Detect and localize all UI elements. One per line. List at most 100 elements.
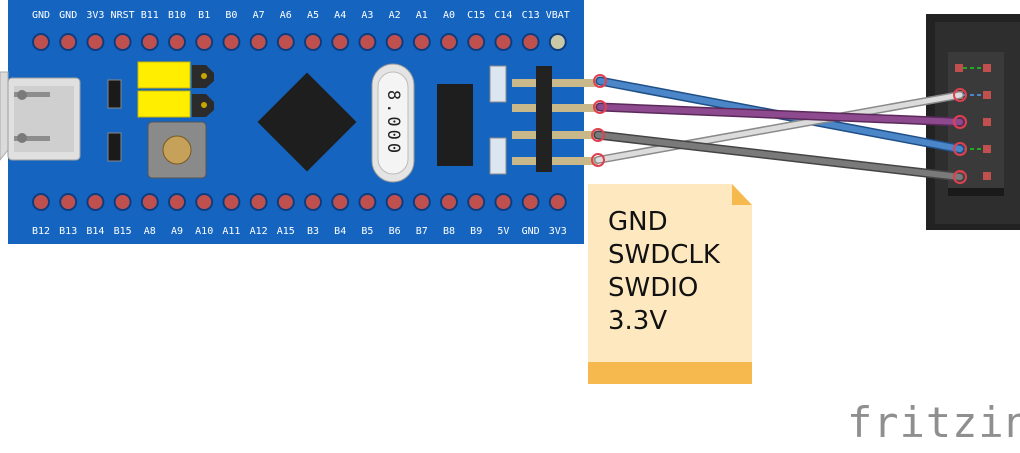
bottom-pad-a10 [195,193,214,211]
voltage-regulator [437,84,473,166]
connector-pin [955,64,963,72]
top-pin-label: B10 [168,10,186,21]
boot-jumpers [137,61,214,118]
wire-swdio [595,132,963,180]
top-pin-label: 3V3 [86,10,104,21]
top-pad-a2 [385,33,404,51]
top-pin-label: B0 [225,10,237,21]
top-pad-a7 [249,33,268,51]
wire-swdclk [597,104,963,125]
top-pin-label: A0 [443,10,455,21]
top-pad-b11 [140,33,159,51]
top-pin-label: GND [59,10,77,21]
top-pad-gnd [59,33,78,51]
note-line-swdio: SWDIO [608,273,699,303]
bottom-pin-label: B6 [389,226,401,237]
resistor-2 [107,132,122,162]
bottom-pad-b4 [331,193,350,211]
bottom-pin-label: B14 [86,226,104,237]
connector-pin [983,64,991,72]
top-pin-label: B1 [198,10,210,21]
top-pin-label: B11 [141,10,159,21]
bottom-pin-label: B13 [59,226,77,237]
bottom-pad-b8 [440,193,458,211]
bottom-pin-label: B4 [334,226,346,237]
note-line-3v3: 3.3V [608,306,668,336]
top-pad-a4 [331,33,350,51]
top-pad-gnd [32,33,50,51]
top-pad-vbat [548,33,567,51]
bottom-pad-b7 [412,193,431,211]
connector-pin [983,91,991,99]
bottom-pad-b6 [385,193,404,211]
bottom-pad-5v [494,193,513,211]
top-pad-b0 [222,33,241,51]
crystal: 8.000 [371,63,415,183]
bottom-pin-label: B15 [114,226,132,237]
top-pad-c14 [494,33,513,51]
connector-pin [983,172,991,180]
wires [591,74,967,184]
bottom-pin-label: A12 [250,226,268,237]
bottom-pin-label: 3V3 [549,226,567,237]
top-pin-label: A5 [307,10,319,21]
bottom-pad-b5 [358,193,377,211]
note [588,184,752,384]
top-pin-label: A3 [361,10,373,21]
top-pad-nrst [113,33,132,51]
swd-header [512,66,598,172]
top-header-pads [32,33,567,51]
top-pad-c13 [521,33,540,51]
fritzing-logo: fritzing [847,398,1020,447]
bottom-pad-b14 [86,193,105,211]
top-pin-label: A2 [389,10,401,21]
top-pin-label: C14 [494,10,512,21]
bottom-pin-label: B7 [416,226,428,237]
top-pad-a5 [304,33,322,51]
top-pad-a0 [440,33,458,51]
bottom-pad-b12 [32,193,50,211]
bottom-pin-label: B5 [361,226,373,237]
top-pin-label: NRST [111,10,135,21]
bottom-pin-label: B9 [470,226,482,237]
leds [489,65,507,175]
note-line-gnd: GND [608,207,668,237]
reset-button [147,121,207,179]
bottom-pad-gnd [521,193,540,211]
bottom-pad-a15 [276,193,295,211]
bottom-pin-label: A15 [277,226,295,237]
bottom-pad-b15 [113,193,132,211]
top-pad-b1 [195,33,214,51]
top-pad-a6 [276,33,295,51]
bottom-pad-b9 [467,193,486,211]
top-pad-b10 [168,33,186,51]
bottom-pad-a11 [222,193,241,211]
top-pad-a1 [412,33,431,51]
connector-pin [983,145,991,153]
top-pin-label: VBAT [546,10,570,21]
bottom-pin-label: GND [522,226,540,237]
connector-pin [983,118,991,126]
bottom-pin-label: A11 [222,226,240,237]
bottom-header-pads [32,193,567,211]
top-pad-c15 [467,33,486,51]
bottom-pin-label: B3 [307,226,319,237]
bottom-pad-3v3 [548,193,567,211]
crystal-label: 8.000 [383,90,403,156]
bottom-pin-label: 5V [497,226,509,237]
bottom-pin-label: A9 [171,226,183,237]
bottom-pin-label: B12 [32,226,50,237]
resistor-1 [107,79,122,109]
bottom-pad-a12 [249,193,268,211]
bottom-pad-b3 [304,193,322,211]
top-pin-label: GND [32,10,50,21]
bottom-pin-label: B8 [443,226,455,237]
top-pin-label: A4 [334,10,346,21]
wire-3v3 [595,92,963,163]
bottom-pin-label: A8 [144,226,156,237]
top-pin-label: C13 [522,10,540,21]
bottom-pad-a9 [168,193,186,211]
